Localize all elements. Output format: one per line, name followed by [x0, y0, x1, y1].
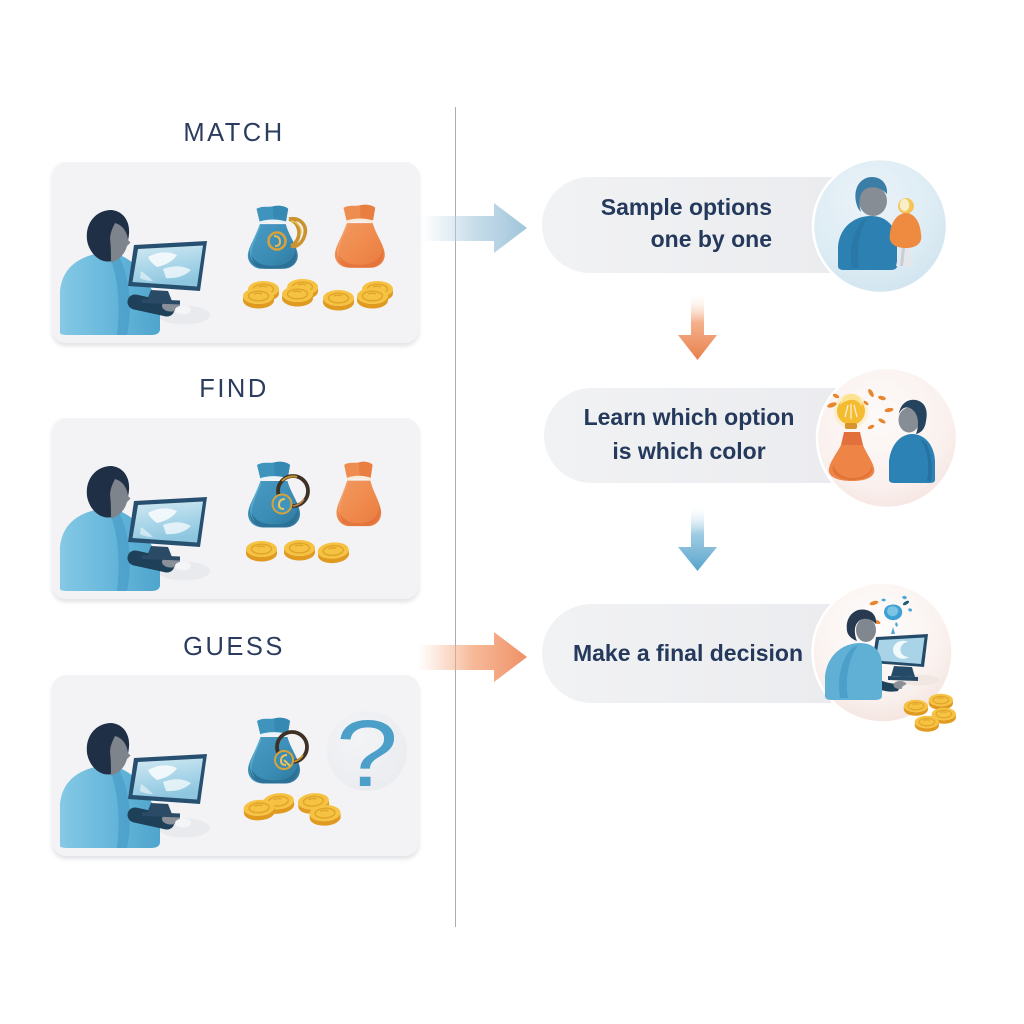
svg-text:?: ? [336, 701, 398, 807]
